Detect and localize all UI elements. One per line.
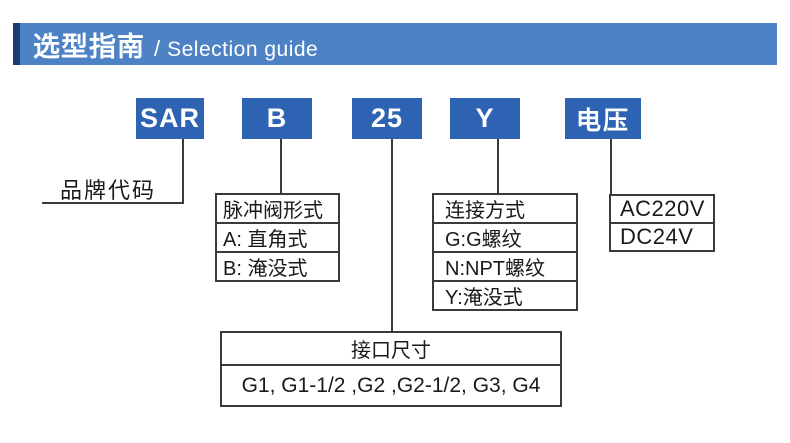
valve-type-option-a: A: 直角式: [215, 222, 340, 253]
port-size-values: G1, G1-1/2 ,G2 ,G2-1/2, G3, G4: [220, 364, 562, 407]
brand-underline: [42, 202, 184, 204]
connector-line-port-size: [391, 139, 393, 332]
connector-line-brand: [182, 139, 184, 204]
connection-table: 连接方式 G:G螺纹 N:NPT螺纹 Y:淹没式: [432, 193, 578, 311]
brand-code-label: 品牌代码: [60, 178, 157, 203]
section-title-en: Selection guide: [167, 37, 319, 61]
model-segment-voltage: 电压: [565, 98, 641, 139]
valve-type-option-b: B: 淹没式: [215, 251, 340, 282]
connector-line-voltage: [610, 139, 612, 195]
section-header-banner: 选型指南 / Selection guide: [13, 23, 777, 65]
model-segment-valve-type: B: [242, 98, 312, 139]
section-title-divider: /: [154, 35, 161, 61]
port-size-table: 接口尺寸 G1, G1-1/2 ,G2 ,G2-1/2, G3, G4: [220, 331, 562, 407]
connection-option-y: Y:淹没式: [432, 280, 578, 311]
model-segment-brand: SAR: [136, 98, 204, 139]
connection-option-n: N:NPT螺纹: [432, 251, 578, 282]
voltage-option-dc: DC24V: [609, 222, 715, 252]
connection-header: 连接方式: [432, 193, 578, 224]
model-segment-port-size: 25: [352, 98, 422, 139]
section-title: 选型指南 / Selection guide: [20, 25, 318, 64]
connector-line-valve-type: [280, 139, 282, 194]
port-size-header: 接口尺寸: [220, 331, 562, 366]
voltage-option-ac: AC220V: [609, 194, 715, 224]
voltage-table: AC220V DC24V: [609, 194, 715, 252]
valve-type-header: 脉冲阀形式: [215, 193, 340, 224]
section-title-zh: 选型指南: [33, 31, 145, 62]
model-segment-connection: Y: [450, 98, 520, 139]
connection-option-g: G:G螺纹: [432, 222, 578, 253]
connector-line-connection: [497, 139, 499, 194]
valve-type-table: 脉冲阀形式 A: 直角式 B: 淹没式: [215, 193, 340, 282]
banner-accent-bar: [13, 23, 20, 65]
